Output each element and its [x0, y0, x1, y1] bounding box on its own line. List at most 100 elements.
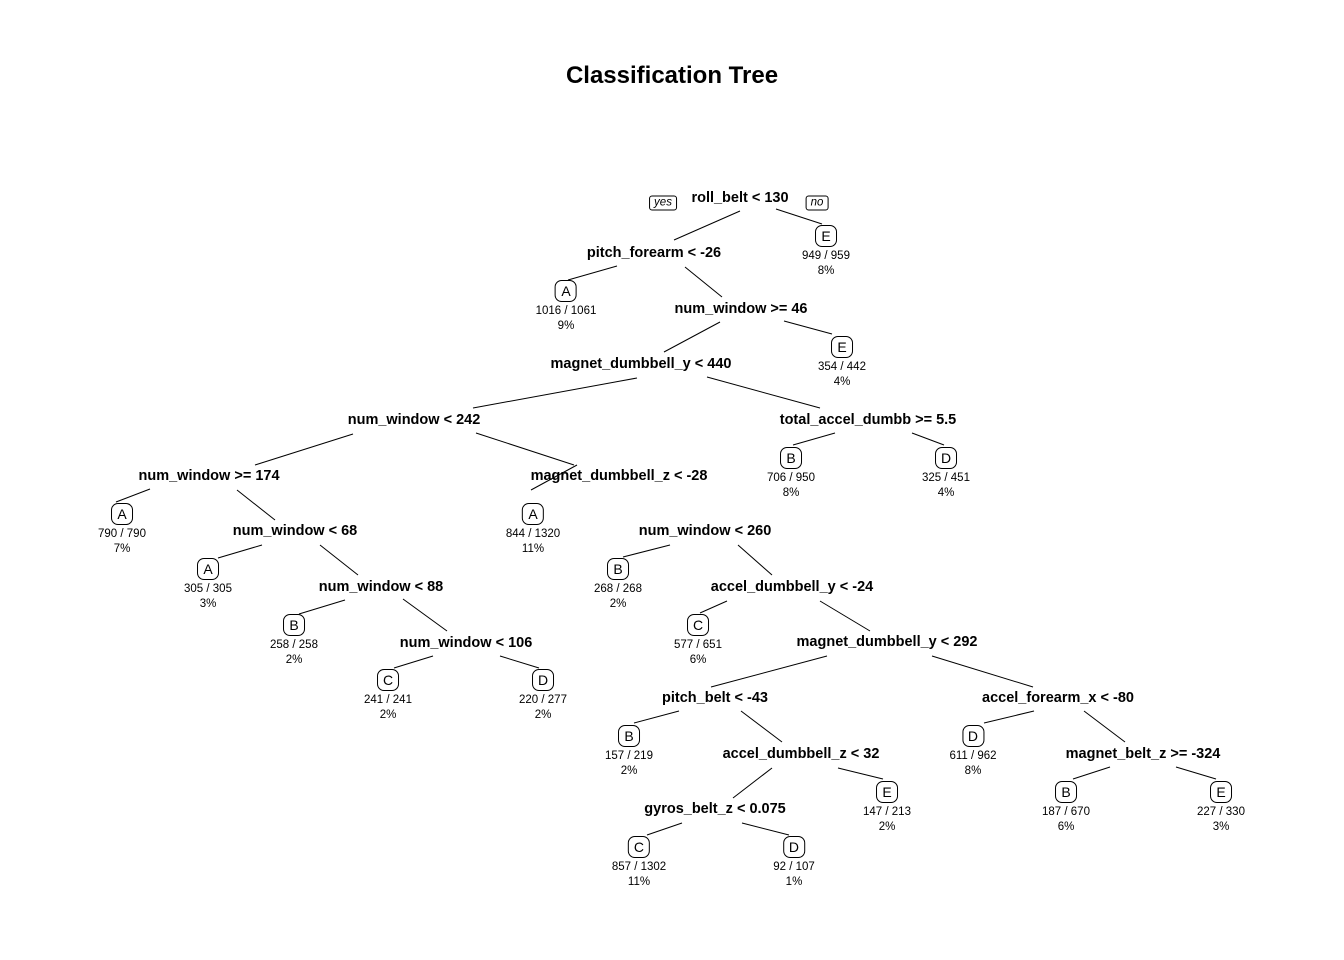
leaf-percent: 2% [285, 654, 303, 666]
leaf-percent: 2% [534, 709, 552, 721]
split-node: num_window >= 174 [138, 468, 280, 484]
leaf-count: 305 / 305 [184, 583, 232, 595]
tree-edge [792, 432, 836, 446]
tree-edge [741, 822, 790, 836]
tree-edge [298, 599, 346, 615]
leaf-percent: 4% [833, 376, 851, 388]
leaf-class: C [377, 669, 399, 691]
leaf-class: B [607, 558, 629, 580]
tree-edge [646, 822, 683, 836]
leaf-class: D [532, 669, 554, 691]
leaf-count: 220 / 277 [519, 694, 567, 706]
tree-edge [710, 655, 828, 688]
leaf-node: A 305 / 305 3% [184, 558, 232, 612]
leaf-class: C [687, 614, 709, 636]
tree-edge [740, 710, 783, 743]
split-node: magnet_belt_z >= -324 [1065, 746, 1221, 762]
leaf-count: 241 / 241 [364, 694, 412, 706]
leaf-count: 354 / 442 [818, 361, 866, 373]
tree-edge [706, 376, 821, 409]
leaf-node: C 241 / 241 2% [364, 669, 412, 723]
leaf-node: B 157 / 219 2% [605, 725, 653, 779]
leaf-count: 268 / 268 [594, 583, 642, 595]
split-node: total_accel_dumbb >= 5.5 [779, 412, 957, 428]
leaf-count: 227 / 330 [1197, 806, 1245, 818]
tree-edge [402, 598, 448, 632]
split-node: num_window < 242 [347, 412, 481, 428]
leaf-percent: 8% [964, 765, 982, 777]
leaf-class: C [627, 836, 650, 858]
leaf-node: E 147 / 213 2% [863, 781, 911, 835]
leaf-class: E [876, 781, 898, 803]
leaf-node: C 577 / 651 6% [674, 614, 722, 668]
leaf-class: D [935, 447, 957, 469]
leaf-count: 92 / 107 [773, 861, 815, 873]
leaf-percent: 4% [937, 487, 955, 499]
leaf-count: 325 / 451 [922, 472, 970, 484]
leaf-node: D 611 / 962 8% [949, 725, 997, 779]
no-label: no [805, 195, 829, 211]
split-node: accel_forearm_x < -80 [982, 690, 1134, 706]
leaf-count: 857 / 1302 [611, 861, 667, 873]
leaf-count: 611 / 962 [949, 750, 997, 762]
leaf-class: B [1055, 781, 1077, 803]
split-node: accel_dumbbell_y < -24 [710, 579, 874, 595]
leaf-percent: 8% [817, 265, 835, 277]
split-node: num_window < 68 [232, 523, 358, 539]
leaf-count: 187 / 670 [1042, 806, 1090, 818]
yes-label: yes [649, 195, 677, 211]
tree-edge [783, 320, 833, 335]
tree-edge [499, 655, 540, 669]
tree-edge [1175, 766, 1217, 780]
leaf-node: B 268 / 268 2% [594, 558, 642, 612]
split-node: pitch_belt < -43 [662, 690, 768, 706]
leaf-node: D 325 / 451 4% [922, 447, 970, 501]
leaf-class: E [831, 336, 853, 358]
leaf-percent: 11% [627, 876, 651, 888]
split-node: num_window >= 46 [674, 301, 808, 317]
leaf-class: D [782, 836, 805, 858]
split-node: num_window < 260 [638, 523, 772, 539]
leaf-count: 844 / 1320 [505, 528, 561, 540]
leaf-count: 706 / 950 [767, 472, 815, 484]
tree-edge [819, 600, 871, 632]
leaf-node: A 1016 / 1061 9% [535, 280, 597, 334]
tree-edge [663, 321, 721, 353]
leaf-class: E [1210, 781, 1232, 803]
leaf-node: A 790 / 790 7% [98, 503, 146, 557]
leaf-node: B 187 / 670 6% [1042, 781, 1090, 835]
leaf-percent: 7% [113, 543, 131, 555]
tree-edge [475, 432, 575, 466]
leaf-class: A [111, 503, 133, 525]
leaf-node: D 220 / 277 2% [519, 669, 567, 723]
leaf-percent: 3% [1212, 821, 1230, 833]
leaf-node: C 857 / 1302 11% [612, 836, 666, 890]
split-node: num_window < 88 [318, 579, 444, 595]
leaf-percent: 2% [609, 598, 627, 610]
split-node: pitch_forearm < -26 [586, 245, 722, 261]
diagram-title: Classification Tree [565, 62, 779, 89]
leaf-class: B [780, 447, 802, 469]
leaf-class: B [283, 614, 305, 636]
tree-edge [254, 433, 354, 466]
leaf-percent: 11% [521, 543, 545, 555]
tree-edge [567, 265, 618, 281]
split-node: num_window < 106 [399, 635, 533, 651]
leaf-count: 949 / 959 [802, 250, 850, 262]
tree-edge [319, 544, 359, 576]
tree-edge [393, 655, 434, 669]
leaf-node: E 354 / 442 4% [818, 336, 866, 390]
leaf-percent: 6% [689, 654, 707, 666]
leaf-percent: 3% [199, 598, 217, 610]
split-node: magnet_dumbbell_y < 292 [796, 634, 978, 650]
leaf-count: 1016 / 1061 [535, 305, 597, 317]
tree-edge [217, 544, 263, 559]
tree-edge [472, 377, 638, 409]
leaf-class: A [521, 503, 544, 525]
leaf-class: B [618, 725, 640, 747]
split-node: magnet_dumbbell_y < 440 [550, 356, 732, 372]
tree-edge [236, 489, 276, 521]
leaf-class: A [554, 280, 577, 302]
leaf-percent: 2% [620, 765, 638, 777]
